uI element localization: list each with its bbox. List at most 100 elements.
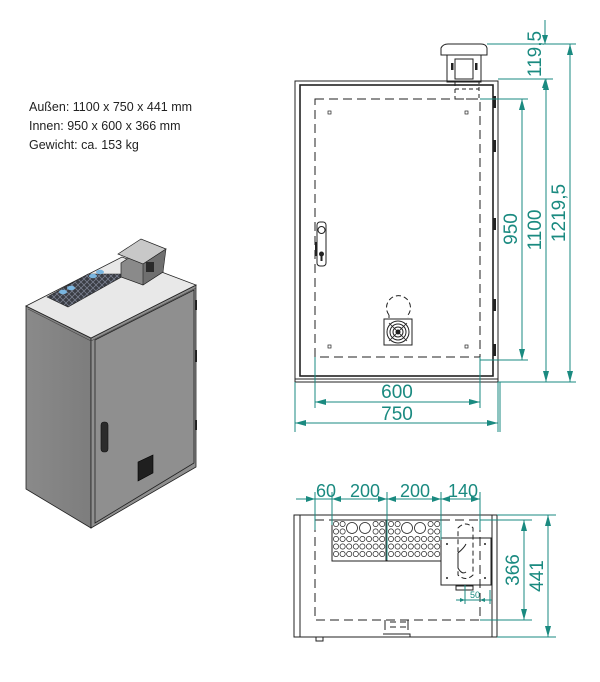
cable-hole: [394, 528, 401, 535]
cable-hole: [401, 543, 408, 550]
cable-hole: [359, 551, 366, 557]
cable-hole: [394, 551, 401, 557]
vent-dot-icon: [67, 285, 75, 291]
dim-offset-left: 60: [316, 481, 336, 501]
cable-hole: [388, 528, 394, 535]
spec-block: Außen: 1100 x 750 x 441 mm Innen: 950 x …: [29, 98, 192, 155]
cable-hole: [421, 543, 427, 550]
cable-hole: [407, 536, 414, 542]
front-fan-icon: [383, 295, 413, 346]
cable-hole: [366, 551, 372, 557]
cable-hole: [388, 551, 394, 557]
cable-hole: [407, 543, 414, 550]
dim-inner-width: 600: [381, 382, 413, 403]
cable-hole: [346, 536, 353, 542]
cable-hole: [434, 536, 441, 542]
top-inner-dashed: [314, 519, 481, 621]
cable-hole: [366, 543, 372, 550]
cable-entry-panel-1: [331, 519, 387, 562]
cabinet-door: [94, 289, 195, 524]
dim-inner-height: 950: [501, 213, 522, 245]
dim-panel-2-width: 200: [400, 481, 430, 501]
cable-hole: [379, 528, 386, 535]
cable-hole: [333, 528, 339, 535]
vent-dot-icon: [59, 289, 67, 295]
cable-hole: [427, 536, 434, 542]
front-inner-dashed: [314, 98, 481, 358]
fan-grill-icon: [137, 454, 154, 482]
cable-hole: [346, 551, 353, 557]
cable-hole: [359, 536, 366, 542]
cable-hole: [339, 551, 346, 557]
dim-unit-offset: 50: [470, 590, 480, 600]
cable-hole: [388, 536, 394, 542]
door-handle-icon: [100, 421, 109, 453]
cable-hole: [421, 536, 427, 542]
cable-hole-large: [359, 522, 371, 534]
front-outer-frame: [294, 80, 499, 383]
cable-hole: [339, 528, 346, 535]
cable-hole-large: [346, 522, 358, 534]
dim-panel-1-width: 200: [350, 481, 380, 501]
cable-hole: [401, 551, 408, 557]
dim-outer-width: 750: [381, 404, 413, 425]
cable-hole: [394, 536, 401, 542]
cable-hole: [366, 536, 372, 542]
dim-outer-depth: 441: [527, 560, 548, 592]
cable-hole: [379, 551, 386, 557]
cabinet-side-face: [25, 305, 92, 529]
vent-dot-icon: [89, 273, 97, 279]
dim-outer-height: 1100: [525, 210, 546, 251]
cable-hole: [352, 536, 359, 542]
cable-hole: [372, 536, 379, 542]
front-top-unit: [440, 43, 488, 56]
cable-hole: [372, 543, 379, 550]
cable-hole: [352, 543, 359, 550]
cable-hole: [434, 543, 441, 550]
cable-hole: [333, 536, 339, 542]
vent-dot-icon: [96, 269, 104, 275]
dim-offset-right: 140: [448, 481, 478, 501]
cable-hole: [372, 528, 379, 535]
cable-hole: [388, 521, 394, 527]
cable-hole: [434, 551, 441, 557]
cable-hole: [434, 528, 441, 535]
cable-hole: [427, 551, 434, 557]
outer-dimensions-text: Außen: 1100 x 750 x 441 mm: [29, 100, 193, 114]
cable-hole: [394, 521, 401, 527]
cable-hole: [434, 521, 441, 527]
weight-text: Gewicht: ca. 153 kg: [29, 138, 139, 152]
cable-hole: [333, 521, 339, 527]
cable-hole: [407, 551, 414, 557]
top-view-dimensions: 60 200 200 140 50 366 441: [296, 481, 556, 638]
cable-hole: [379, 521, 386, 527]
cable-hole: [372, 551, 379, 557]
isometric-cabinet-view: [25, 238, 197, 529]
cable-hole: [359, 543, 366, 550]
cable-hole: [339, 521, 346, 527]
dim-inner-depth: 366: [503, 554, 524, 586]
front-view: [294, 43, 499, 383]
cable-hole-large: [401, 522, 413, 534]
cable-hole: [414, 551, 421, 557]
cable-hole: [421, 551, 427, 557]
cable-hole: [352, 551, 359, 557]
cable-hole: [333, 543, 339, 550]
cable-hole: [346, 543, 353, 550]
top-view: [293, 514, 498, 642]
cable-hole: [394, 543, 401, 550]
cable-hole: [379, 543, 386, 550]
cable-hole: [427, 521, 434, 527]
cable-hole: [414, 543, 421, 550]
top-unit-plate: [440, 523, 492, 591]
cable-hole: [339, 536, 346, 542]
cable-hole-large: [414, 522, 426, 534]
cable-hole: [333, 551, 339, 557]
inner-dimensions-text: Innen: 950 x 600 x 366 mm: [29, 119, 181, 133]
front-door-handle-icon: [315, 221, 327, 267]
cable-hole: [401, 536, 408, 542]
cable-hole: [379, 536, 386, 542]
top-unit-box: [117, 238, 167, 286]
cable-hole: [427, 528, 434, 535]
